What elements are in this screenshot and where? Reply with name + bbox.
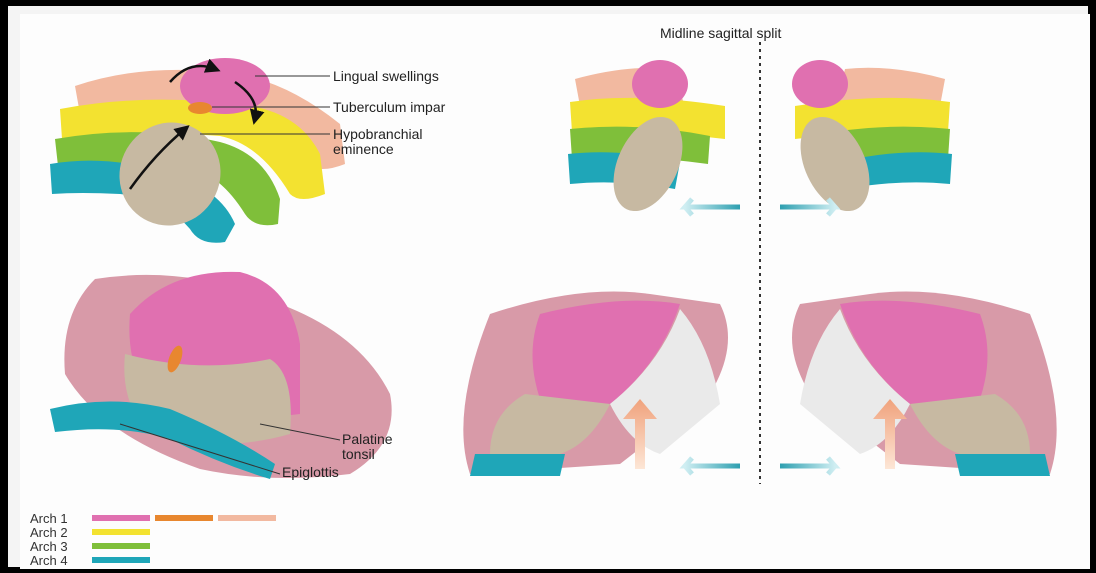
epiglottis-label: Epiglottis — [282, 465, 339, 480]
bottom-right-left-half — [463, 292, 728, 477]
palatine-tonsil-label-line2: tonsil — [342, 447, 375, 462]
legend-label: Arch 2 — [30, 525, 92, 540]
legend-swatch-arch1-peach — [218, 515, 276, 521]
spread-arrow-bottom-right — [780, 458, 835, 474]
tuberculum-impar-label: Tuberculum impar — [333, 100, 445, 115]
midline-label: Midline sagittal split — [660, 26, 781, 41]
bottom-right-right-half — [792, 292, 1057, 477]
figure-panel: Midline sagittal split Lingual swellings… — [20, 14, 1090, 569]
legend-row-arch1: Arch 1 — [30, 511, 281, 525]
hypobranchial-label-line1: Hypobranchial — [333, 127, 423, 142]
top-right-right-half — [787, 60, 952, 222]
legend-row-arch3: Arch 3 — [30, 539, 155, 553]
legend-swatch-arch2-yellow — [92, 529, 150, 535]
legend-swatch-arch4-teal — [92, 557, 150, 563]
legend-swatch-arch3-green — [92, 543, 150, 549]
spread-arrow-bottom-left — [685, 458, 740, 474]
top-left-arches — [50, 58, 345, 244]
legend-label: Arch 1 — [30, 511, 92, 526]
legend-label: Arch 3 — [30, 539, 92, 554]
legend-row-arch4: Arch 4 — [30, 553, 155, 567]
figure-frame: Midline sagittal split Lingual swellings… — [8, 6, 1088, 567]
bottom-left-tongue — [50, 272, 392, 479]
hypobranchial-label-line2: eminence — [333, 142, 394, 157]
legend-swatch-arch1-orange — [155, 515, 213, 521]
legend-row-arch2: Arch 2 — [30, 525, 155, 539]
tuberculum-impar-shape — [188, 102, 212, 114]
spread-arrow-top-left — [685, 199, 740, 215]
tongue-development-illustration — [20, 14, 1090, 569]
legend-swatch-arch1-pink — [92, 515, 150, 521]
top-right-left-half — [568, 60, 725, 222]
palatine-tonsil-label-line1: Palatine — [342, 432, 393, 447]
lingual-swellings-label: Lingual swellings — [333, 69, 439, 84]
legend-label: Arch 4 — [30, 553, 92, 568]
